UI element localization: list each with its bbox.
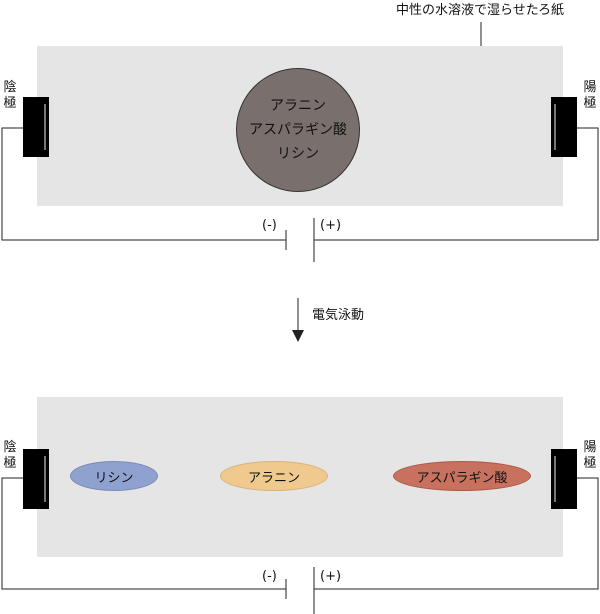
- mixture-label-alanine: アラニン: [270, 98, 326, 114]
- plus-terminal-bottom: (+): [320, 569, 342, 584]
- mixture-label-aspartic: アスパラギン酸: [249, 122, 347, 138]
- electrophoresis-arrow: [292, 298, 304, 342]
- anode-label-bottom: 陽極: [583, 440, 597, 471]
- cathode-electrode-bottom: [24, 450, 48, 508]
- electrophoresis-label: 電気泳動: [312, 308, 365, 323]
- cathode-electrode-top: [24, 98, 48, 156]
- minus-terminal-top: (-): [262, 218, 277, 233]
- anode-electrode-top: [552, 98, 576, 156]
- cathode-label-bottom: 陰極: [3, 440, 17, 471]
- plus-terminal-top: (+): [320, 218, 342, 233]
- amino-acid-mixture-spot: アラニン アスパラギン酸 リシン: [236, 68, 360, 192]
- bottom-circuit: [1, 477, 599, 614]
- aspartic-acid-spot: アスパラギン酸: [393, 461, 531, 491]
- anode-electrode-bottom: [552, 450, 576, 508]
- minus-terminal-bottom: (-): [262, 569, 277, 584]
- anode-label-top: 陽極: [583, 80, 597, 111]
- top-label: 中性の水溶液で湿らせたろ紙: [396, 3, 564, 18]
- alanine-spot: アラニン: [220, 461, 328, 491]
- cathode-label-top: 陰極: [3, 80, 17, 111]
- lysine-spot: リシン: [70, 461, 158, 491]
- mixture-label-lysine: リシン: [277, 146, 319, 162]
- top-circuit: [1, 127, 599, 262]
